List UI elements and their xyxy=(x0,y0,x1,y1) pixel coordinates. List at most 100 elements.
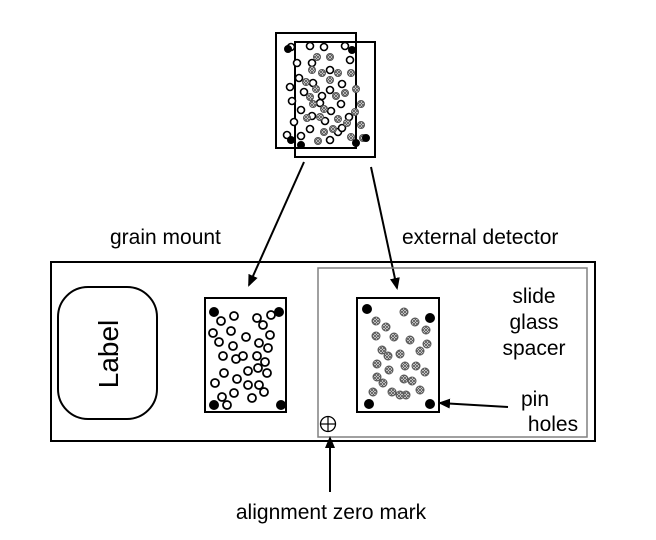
slide-glass-spacer xyxy=(317,267,588,438)
track xyxy=(422,339,432,349)
track xyxy=(420,367,430,377)
grain xyxy=(285,82,295,92)
track xyxy=(302,78,310,86)
track xyxy=(309,100,317,108)
grain xyxy=(252,313,262,323)
track xyxy=(357,100,365,108)
pin-hole xyxy=(274,307,284,317)
external-detector-label: external detector xyxy=(402,226,558,249)
track xyxy=(343,119,351,127)
track xyxy=(357,121,365,129)
track xyxy=(410,317,420,327)
grain xyxy=(325,65,335,75)
track xyxy=(415,385,425,395)
grain xyxy=(319,42,329,52)
alignment-zero-mark-label: alignment zero mark xyxy=(236,501,427,524)
grain xyxy=(325,85,335,95)
arrow-to-grain-mount xyxy=(248,161,305,287)
arrow-to-external-detector xyxy=(370,166,400,290)
detector-pin-holes xyxy=(362,304,435,409)
mount-pin-holes xyxy=(209,307,286,410)
track xyxy=(326,76,334,84)
track xyxy=(387,387,397,397)
track xyxy=(395,349,405,359)
track xyxy=(316,113,324,121)
track xyxy=(312,85,320,93)
grain xyxy=(243,380,253,390)
track xyxy=(383,351,393,361)
grain xyxy=(217,392,227,402)
glass-label: glass xyxy=(509,311,558,334)
grain xyxy=(222,400,232,410)
pin-hole xyxy=(425,313,435,323)
grain xyxy=(325,135,335,145)
grain xyxy=(307,58,317,68)
grain-mount-mount xyxy=(204,297,287,413)
grain xyxy=(241,332,251,342)
pin-hole xyxy=(364,399,374,409)
grain xyxy=(296,131,306,141)
track xyxy=(378,378,388,388)
pin-hole xyxy=(425,399,435,409)
grain xyxy=(214,337,224,347)
track xyxy=(308,66,316,74)
grain xyxy=(254,380,264,390)
track xyxy=(318,69,326,77)
pin-hole xyxy=(209,307,219,317)
track xyxy=(421,325,431,335)
grain xyxy=(229,311,239,321)
microscope-slide xyxy=(50,261,596,442)
label-text: Label xyxy=(93,320,124,389)
grain-mount-label: grain mount xyxy=(110,226,221,249)
grain xyxy=(340,41,350,51)
grain xyxy=(326,106,336,116)
track xyxy=(329,125,337,133)
spacer-label: spacer xyxy=(502,337,565,360)
grain xyxy=(265,330,275,340)
track xyxy=(306,93,314,101)
grain xyxy=(259,387,269,397)
track xyxy=(334,69,342,77)
top-pin-holes xyxy=(284,45,370,149)
grain xyxy=(253,363,263,373)
pin-hole xyxy=(362,304,372,314)
grain xyxy=(218,351,228,361)
grain xyxy=(305,124,315,134)
grain xyxy=(287,96,297,106)
track xyxy=(334,115,342,123)
grain xyxy=(228,341,238,351)
track xyxy=(352,85,360,93)
track xyxy=(389,332,399,342)
top-grains xyxy=(282,41,355,145)
track xyxy=(313,53,321,61)
grain xyxy=(210,378,220,388)
top-tracks xyxy=(302,53,367,145)
track xyxy=(326,53,334,61)
pin-hole xyxy=(276,400,286,410)
track xyxy=(372,372,382,382)
track xyxy=(351,108,359,116)
grain xyxy=(337,79,347,89)
grain xyxy=(252,351,262,361)
slide-label: slide xyxy=(512,285,555,308)
grain xyxy=(216,316,226,326)
pin-label: pin xyxy=(521,388,549,411)
track xyxy=(400,361,410,371)
grain xyxy=(289,117,299,127)
track xyxy=(415,346,425,356)
track xyxy=(381,322,391,332)
grain xyxy=(226,326,236,336)
track xyxy=(399,307,409,317)
pin-hole xyxy=(362,134,370,142)
grain xyxy=(229,388,239,398)
holes-label: holes xyxy=(528,413,578,436)
grain xyxy=(232,374,242,384)
track xyxy=(407,376,417,386)
grain xyxy=(294,73,304,83)
mount-grains xyxy=(208,310,276,410)
track xyxy=(314,137,322,145)
track xyxy=(399,374,409,384)
grain xyxy=(305,41,315,51)
track xyxy=(371,331,381,341)
